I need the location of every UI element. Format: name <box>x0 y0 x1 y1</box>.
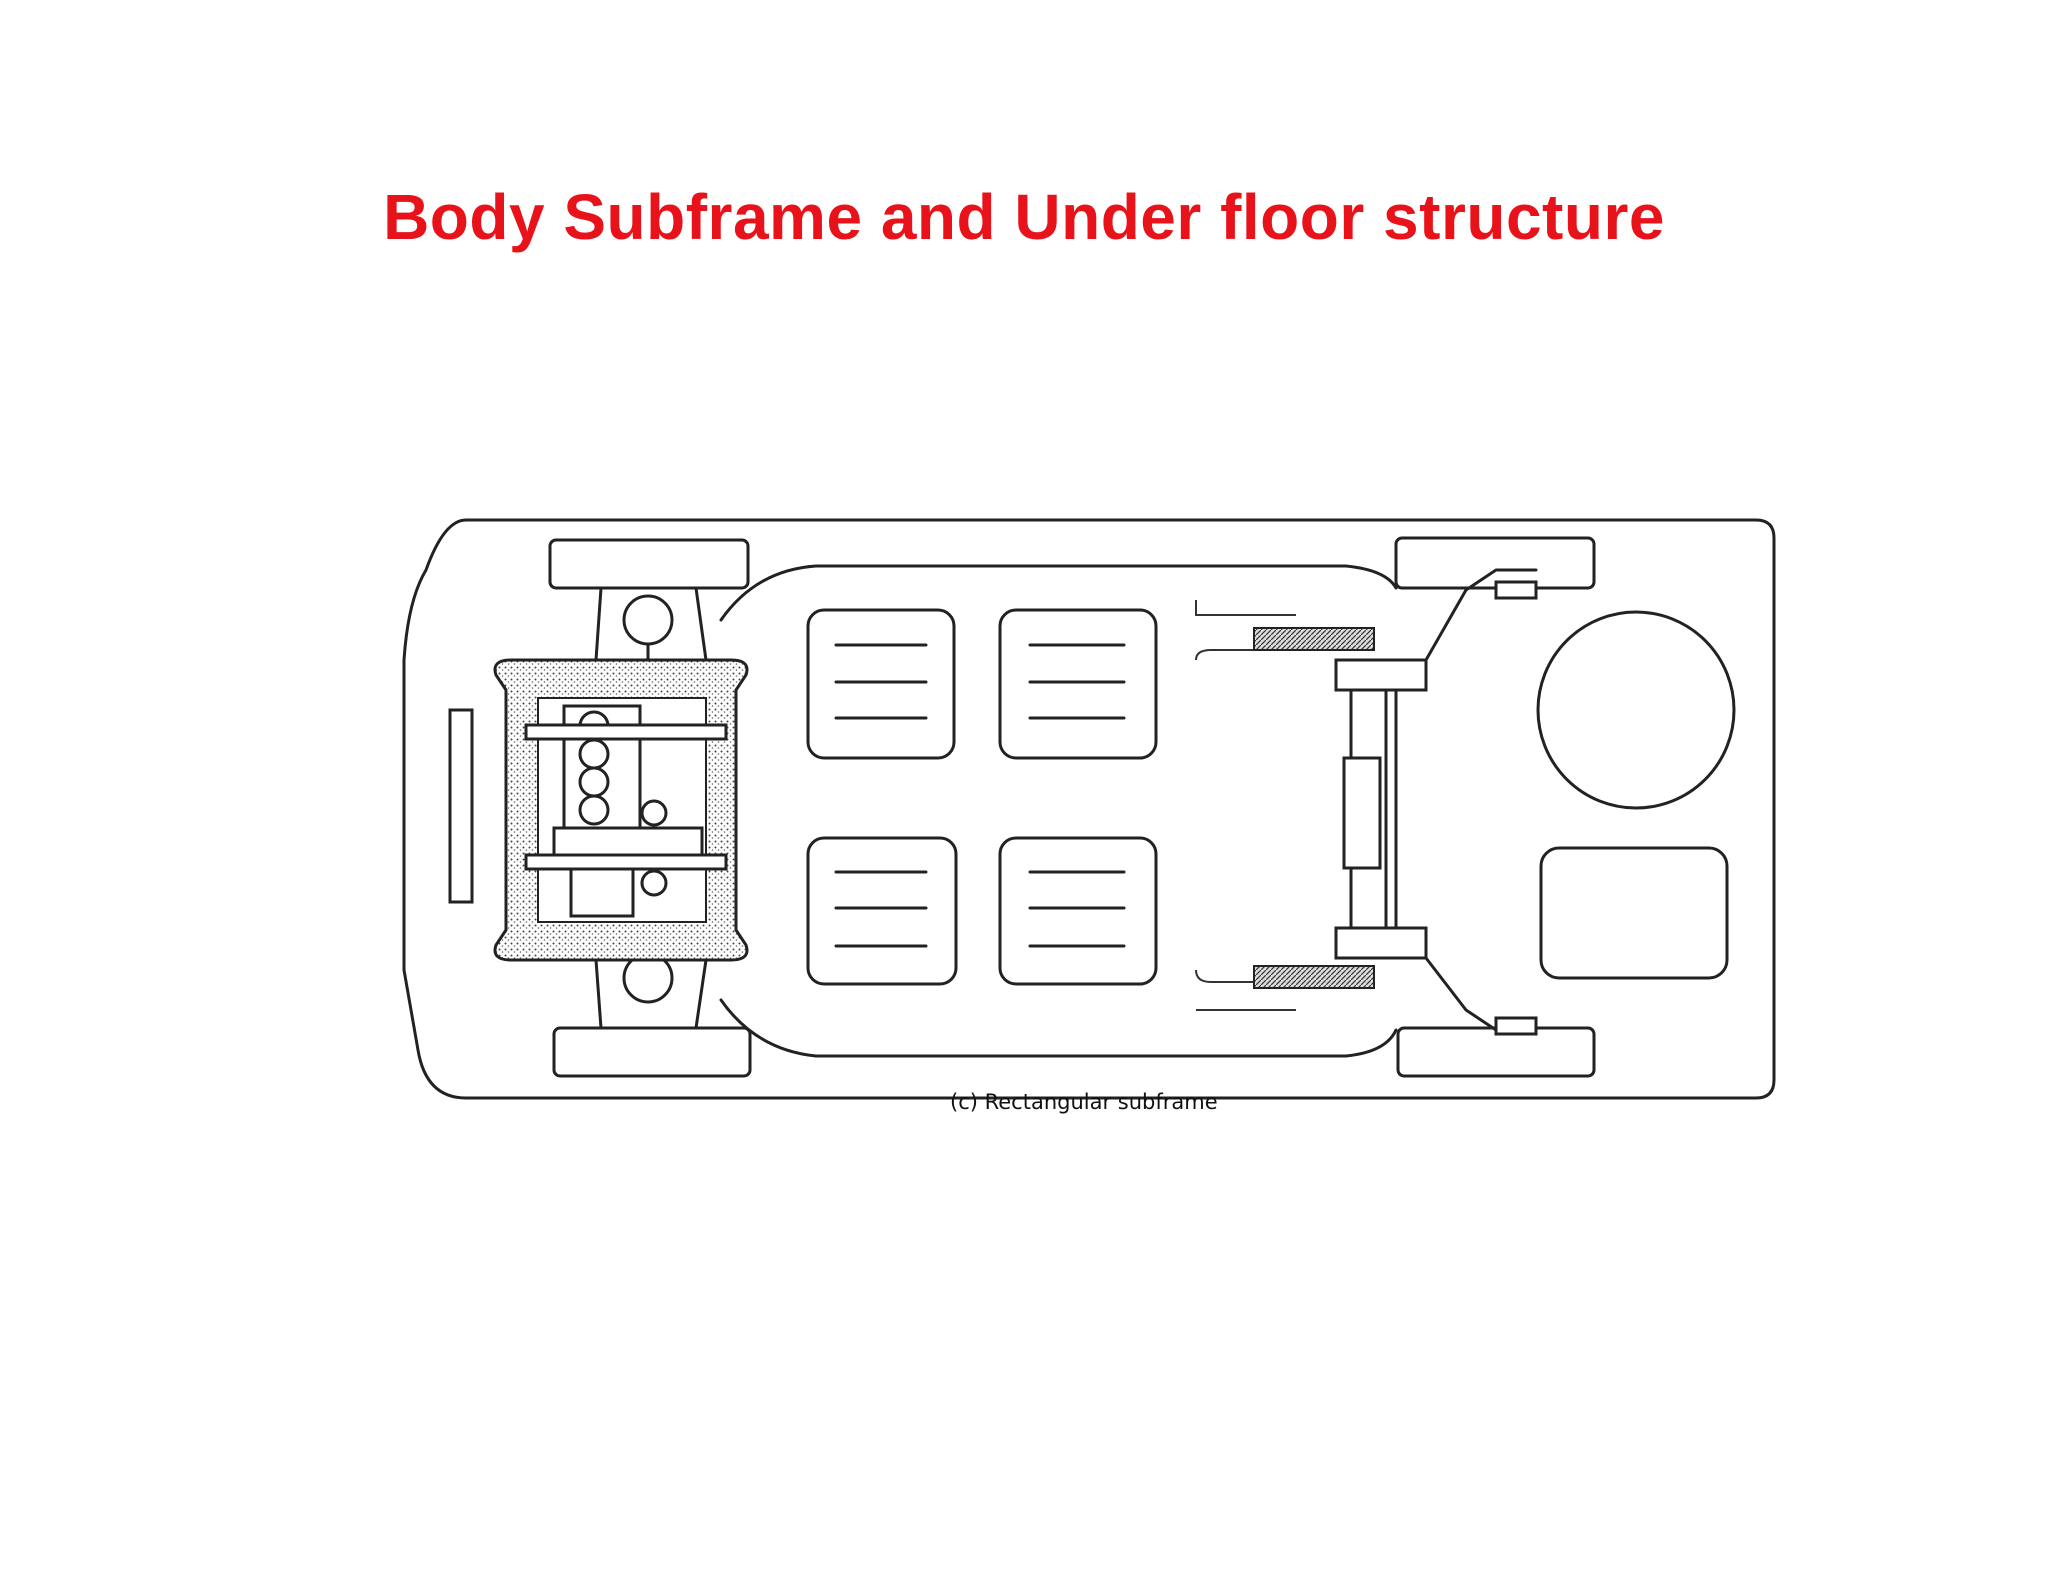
rear-mount-bottom <box>1253 965 1375 989</box>
rectangular-subframe-diagram <box>402 518 1776 1100</box>
rear-axle <box>1334 568 1538 1036</box>
seat-front-right <box>998 608 1158 760</box>
diagram-caption: (c) Rectangular subframe <box>950 1090 1218 1114</box>
floor-pan <box>719 564 1398 1058</box>
front-strut-top <box>622 594 674 646</box>
front-wheel-top <box>548 538 750 590</box>
seat-rear-right <box>998 836 1158 986</box>
spare-wheel <box>1536 610 1736 810</box>
seat-rear-left <box>806 836 958 986</box>
front-wheel-bottom <box>552 1026 752 1078</box>
fuel-tank <box>1539 846 1729 980</box>
car-body-outline <box>402 518 1776 1100</box>
engine-block <box>524 704 728 918</box>
rear-mount-top <box>1253 627 1375 651</box>
front-radiator <box>448 708 474 904</box>
seat-front-left <box>806 608 956 760</box>
slide-title: Body Subframe and Under floor structure <box>383 181 1665 253</box>
